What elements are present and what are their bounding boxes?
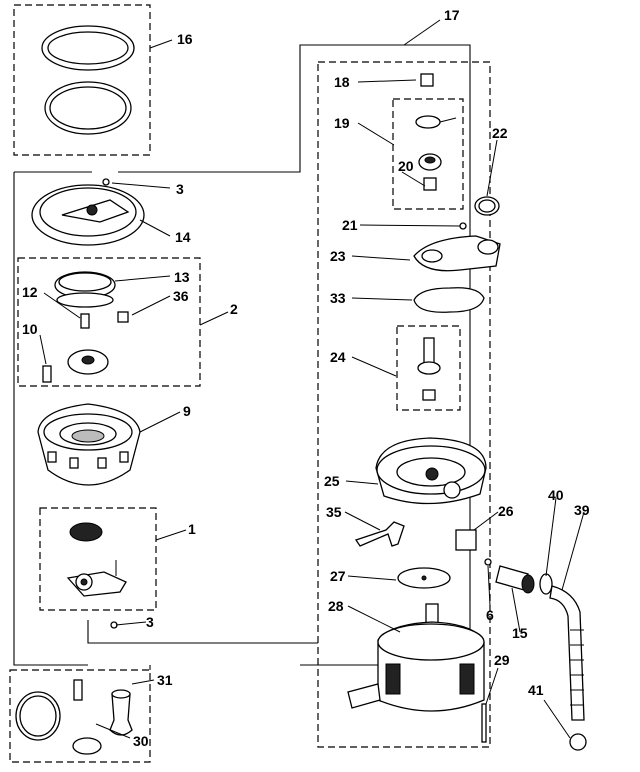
gasket-33	[413, 287, 485, 313]
part-13-group	[42, 271, 129, 383]
part-1-chopper	[66, 522, 127, 629]
motor-connector	[347, 683, 381, 709]
fitting-31	[109, 693, 133, 736]
callout-17: 17	[444, 7, 460, 23]
callout-19: 19	[334, 115, 350, 131]
callout-24: 24	[330, 349, 346, 365]
callout-23: 23	[330, 248, 346, 264]
callout-6: 6	[486, 607, 494, 623]
callout-27: 27	[330, 568, 346, 584]
elbow-35	[354, 521, 405, 547]
leader-lines	[39, 19, 585, 739]
screw-30	[73, 679, 83, 701]
callout-39: 39	[574, 502, 590, 518]
callout-14: 14	[175, 229, 191, 245]
callout-41: 41	[528, 682, 544, 698]
washer-6	[484, 558, 492, 566]
callout-40: 40	[548, 487, 564, 503]
callout-36: 36	[173, 288, 189, 304]
callout-10: 10	[22, 321, 38, 337]
callout-2: 2	[230, 301, 238, 317]
right-assembly	[347, 73, 587, 751]
callout-22: 22	[492, 125, 508, 141]
nut-36	[117, 311, 129, 323]
box-part-1	[39, 507, 157, 611]
callout-29: 29	[494, 652, 510, 668]
box-part-19	[392, 98, 464, 210]
callout-25: 25	[324, 473, 340, 489]
callout-9: 9	[183, 403, 191, 419]
callout-18: 18	[334, 74, 350, 90]
callout-16: 16	[177, 31, 193, 47]
screw-29	[481, 703, 487, 743]
callout-labels: 16 17 18 19 20 22 3 14 21 23 13 12 36 2 …	[22, 7, 590, 749]
callout-15: 15	[512, 625, 528, 641]
chopper-screen	[69, 522, 103, 542]
part-30-31-group	[15, 679, 133, 755]
bolt-12	[80, 313, 90, 329]
part-16-rings	[41, 25, 135, 135]
screw-10	[42, 365, 52, 383]
callout-35: 35	[326, 504, 342, 520]
hose-39	[549, 585, 585, 721]
box-part-24	[396, 325, 461, 411]
callout-21: 21	[342, 217, 358, 233]
clamp-40	[539, 573, 553, 595]
screw-3-top	[102, 178, 110, 186]
callout-1: 1	[188, 521, 196, 537]
box-part-2	[17, 257, 201, 387]
clamp-41	[569, 733, 587, 751]
box-part-30	[9, 669, 151, 763]
callout-20: 20	[398, 158, 414, 174]
screw-21	[459, 222, 467, 230]
callout-26: 26	[498, 503, 514, 519]
callout-3-top: 3	[176, 181, 184, 197]
callout-3-bottom: 3	[146, 614, 154, 630]
nut-18	[420, 73, 434, 87]
callout-30: 30	[133, 733, 149, 749]
callout-31: 31	[157, 672, 173, 688]
box-part-16	[13, 4, 151, 156]
callout-28: 28	[328, 598, 344, 614]
part-9-housing	[37, 403, 141, 486]
bracket-26	[455, 529, 477, 551]
connector-line-bottom	[87, 620, 318, 644]
part-14-cover	[31, 178, 145, 246]
callout-13: 13	[174, 269, 190, 285]
callout-12: 12	[22, 284, 38, 300]
callout-33: 33	[330, 290, 346, 306]
seal-30	[72, 737, 102, 755]
